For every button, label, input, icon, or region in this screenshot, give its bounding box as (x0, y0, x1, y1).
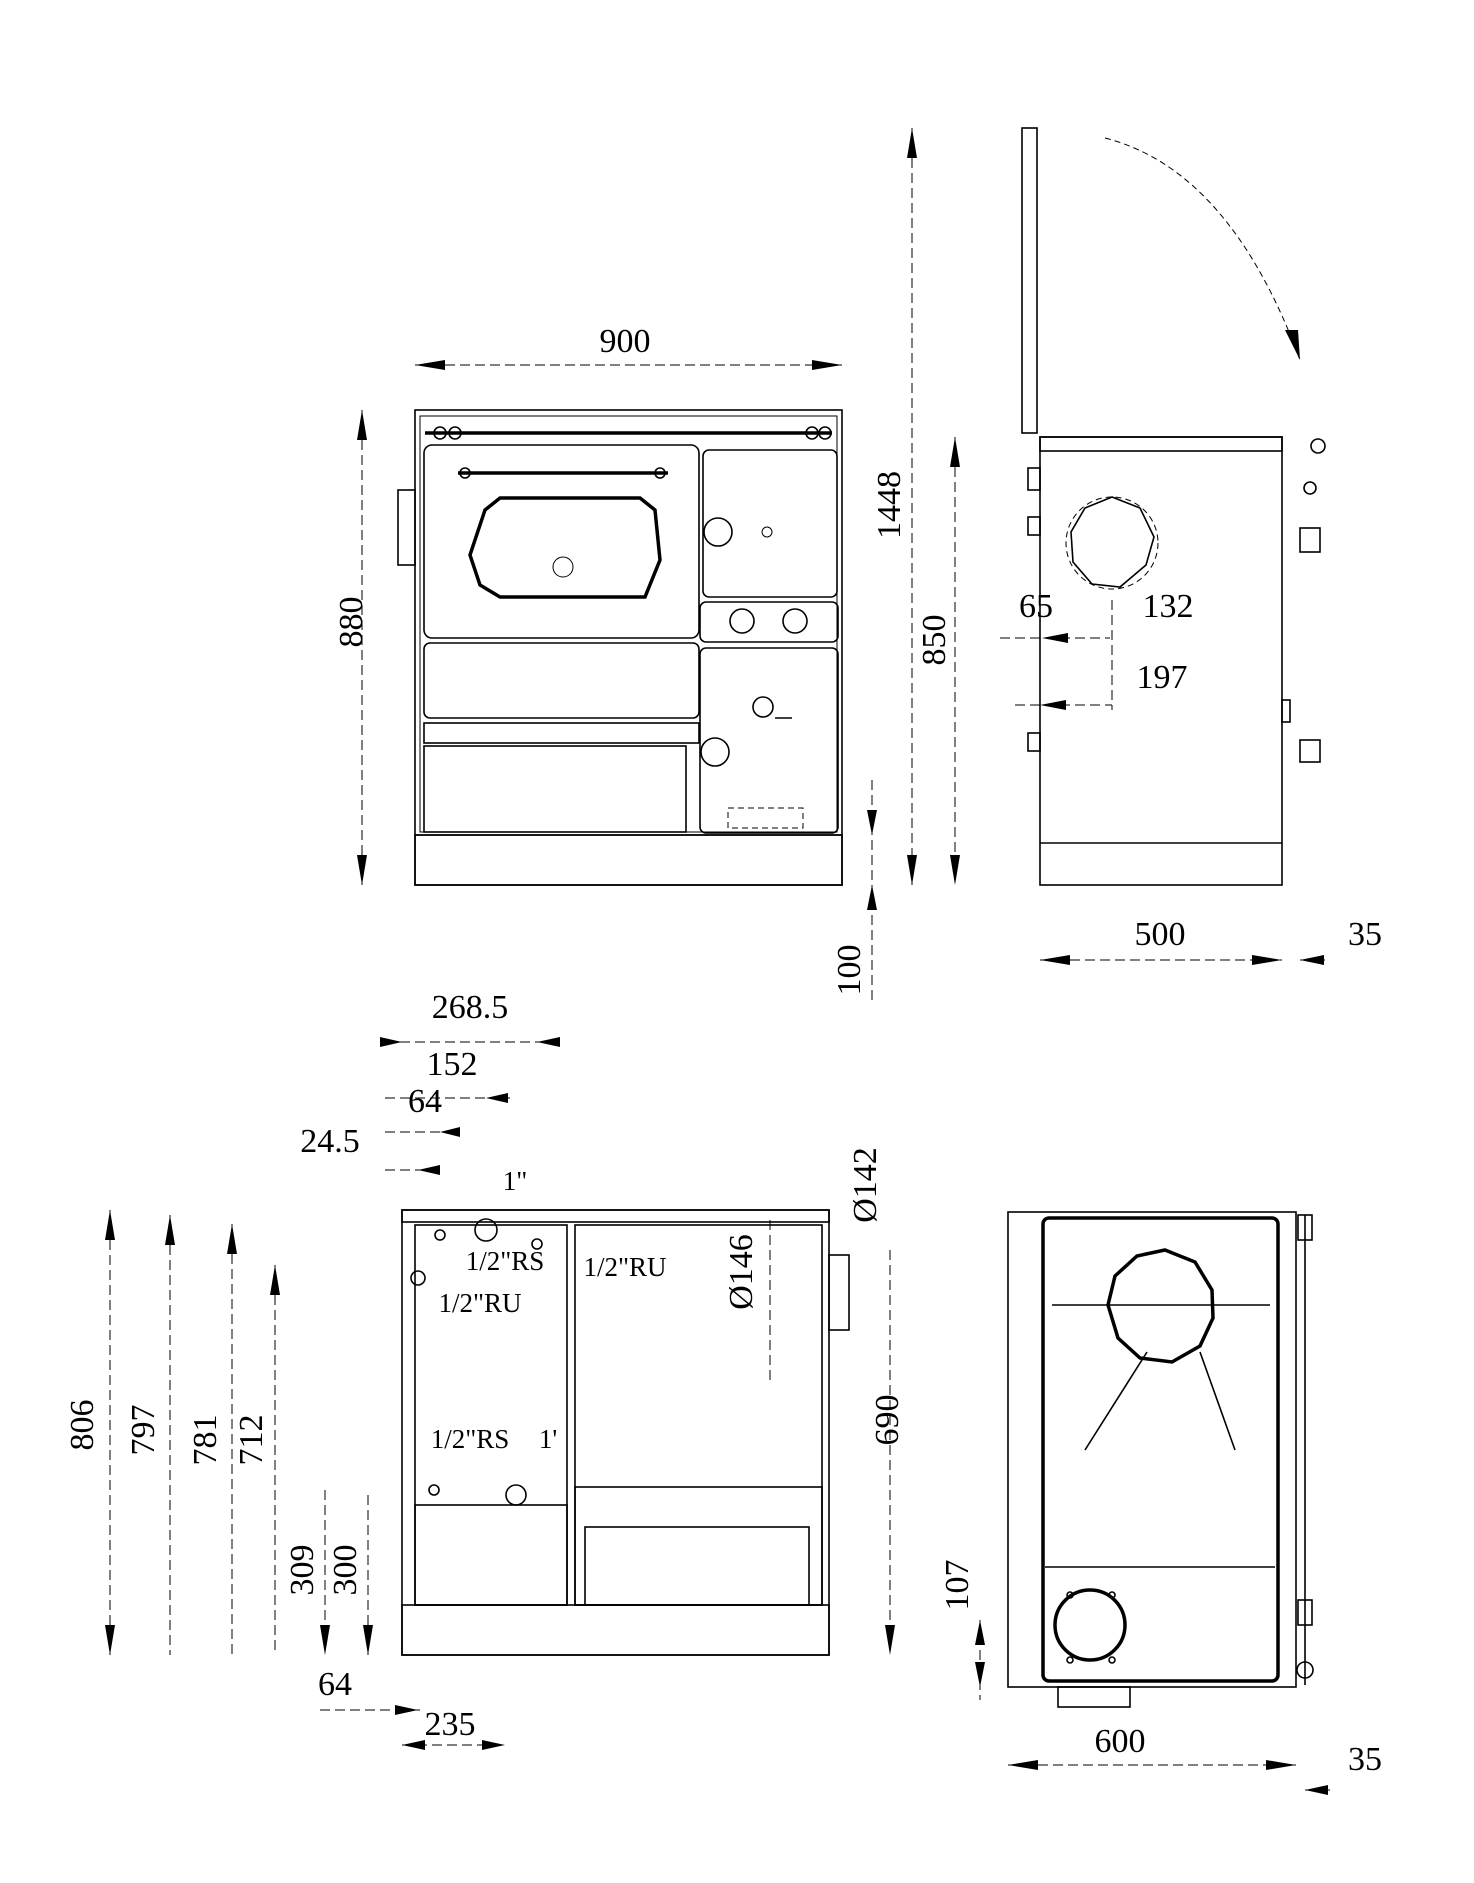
dim-850: 850 (916, 615, 953, 666)
dim-690: 690 (869, 1395, 906, 1446)
label-1in-bottom: 1' (539, 1424, 557, 1454)
dim-65: 65 (1019, 588, 1053, 625)
label-1in-top: 1" (503, 1166, 528, 1196)
dim-1448: 1448 (871, 471, 908, 539)
dim-197: 197 (1137, 659, 1188, 696)
dim-24-5: 24.5 (300, 1123, 360, 1160)
top-view: 107 600 35 (939, 1211, 1382, 1795)
dim-35-top: 35 (1348, 1741, 1382, 1778)
dim-132: 132 (1143, 588, 1194, 625)
side-view: 1448 850 65 132 197 500 35 (871, 127, 1382, 965)
dim-600: 600 (1095, 1723, 1146, 1760)
dim-309: 309 (284, 1545, 321, 1596)
dim-500-depth: 500 (1135, 916, 1186, 953)
dim-268-5: 268.5 (432, 989, 509, 1026)
dim-781: 781 (187, 1415, 224, 1466)
front-view: 900 880 100 (333, 323, 877, 1000)
dim-300: 300 (327, 1545, 364, 1596)
dim-235: 235 (425, 1706, 476, 1743)
label-rs-bottom: 1/2"RS (431, 1424, 510, 1454)
dim-107: 107 (939, 1560, 976, 1611)
dim-100: 100 (831, 945, 868, 996)
dim-900: 900 (600, 323, 651, 360)
dim-880: 880 (333, 597, 370, 648)
dim-152: 152 (427, 1046, 478, 1083)
dim-712: 712 (233, 1415, 270, 1466)
label-ru-left: 1/2"RU (438, 1288, 521, 1318)
rear-view: 1" 1/2"RS 1/2"RU 1/2"RU 1/2"RS 1' 268.5 … (64, 989, 906, 1750)
dia-142: Ø142 (847, 1147, 884, 1223)
label-rs-top: 1/2"RS (466, 1246, 545, 1276)
dim-797: 797 (125, 1405, 162, 1456)
dia-146: Ø146 (723, 1234, 760, 1310)
label-ru-right: 1/2"RU (583, 1252, 666, 1282)
dim-806: 806 (64, 1400, 101, 1451)
dim-64-top: 64 (408, 1083, 442, 1120)
dim-35-side: 35 (1348, 916, 1382, 953)
dim-64-bottom: 64 (318, 1666, 352, 1703)
